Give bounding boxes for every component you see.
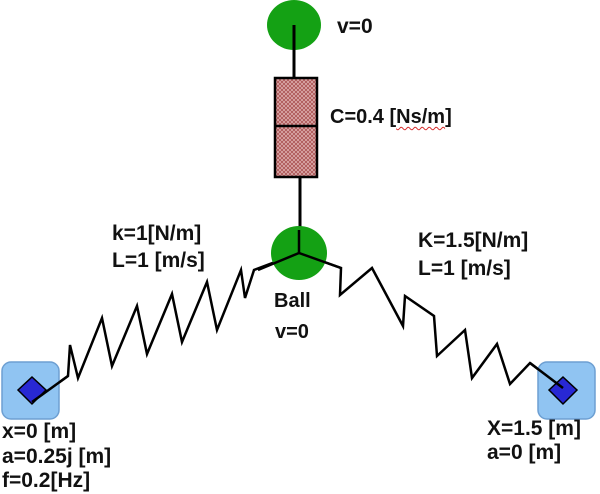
ball-name-label: Ball (274, 290, 311, 312)
left-anchor-frequency-label: f=0.2[Hz] (2, 469, 91, 492)
damper-label-unit: Ns/m (396, 106, 446, 128)
damper-coefficient-label: C=0.4 [Ns/m] (330, 105, 452, 129)
right-anchor-amplitude-label: a=0 [m] (487, 441, 562, 464)
left-anchor-diamond-icon (16, 375, 48, 406)
damper-label-suffix: ] (445, 106, 452, 128)
left-spring-length-label: L=1 [m/s] (112, 249, 205, 272)
top-node-velocity-label: v=0 (337, 15, 373, 38)
left-anchor-link (31, 374, 69, 404)
left-anchor-amplitude-label: a=0.25j [m] (2, 445, 112, 468)
left-spring (31, 251, 300, 404)
right-anchor (537, 361, 596, 420)
right-spring-length-label: L=1 [m/s] (418, 257, 511, 280)
right-anchor-position-label: X=1.5 [m] (487, 417, 581, 440)
right-spring (298, 251, 564, 389)
right-anchor-link (529, 362, 564, 389)
left-spring-stiffness-label: k=1[N/m] (112, 222, 202, 245)
damper (273, 76, 319, 179)
ball-node-joint (257, 230, 342, 272)
right-spring-stiffness-label: K=1.5[N/m] (418, 229, 529, 252)
left-anchor-position-label: x=0 [m] (2, 420, 77, 443)
damper-label-prefix: C=0.4 [ (330, 106, 397, 128)
left-anchor (1, 361, 60, 420)
ball-velocity-label: v=0 (275, 321, 309, 343)
